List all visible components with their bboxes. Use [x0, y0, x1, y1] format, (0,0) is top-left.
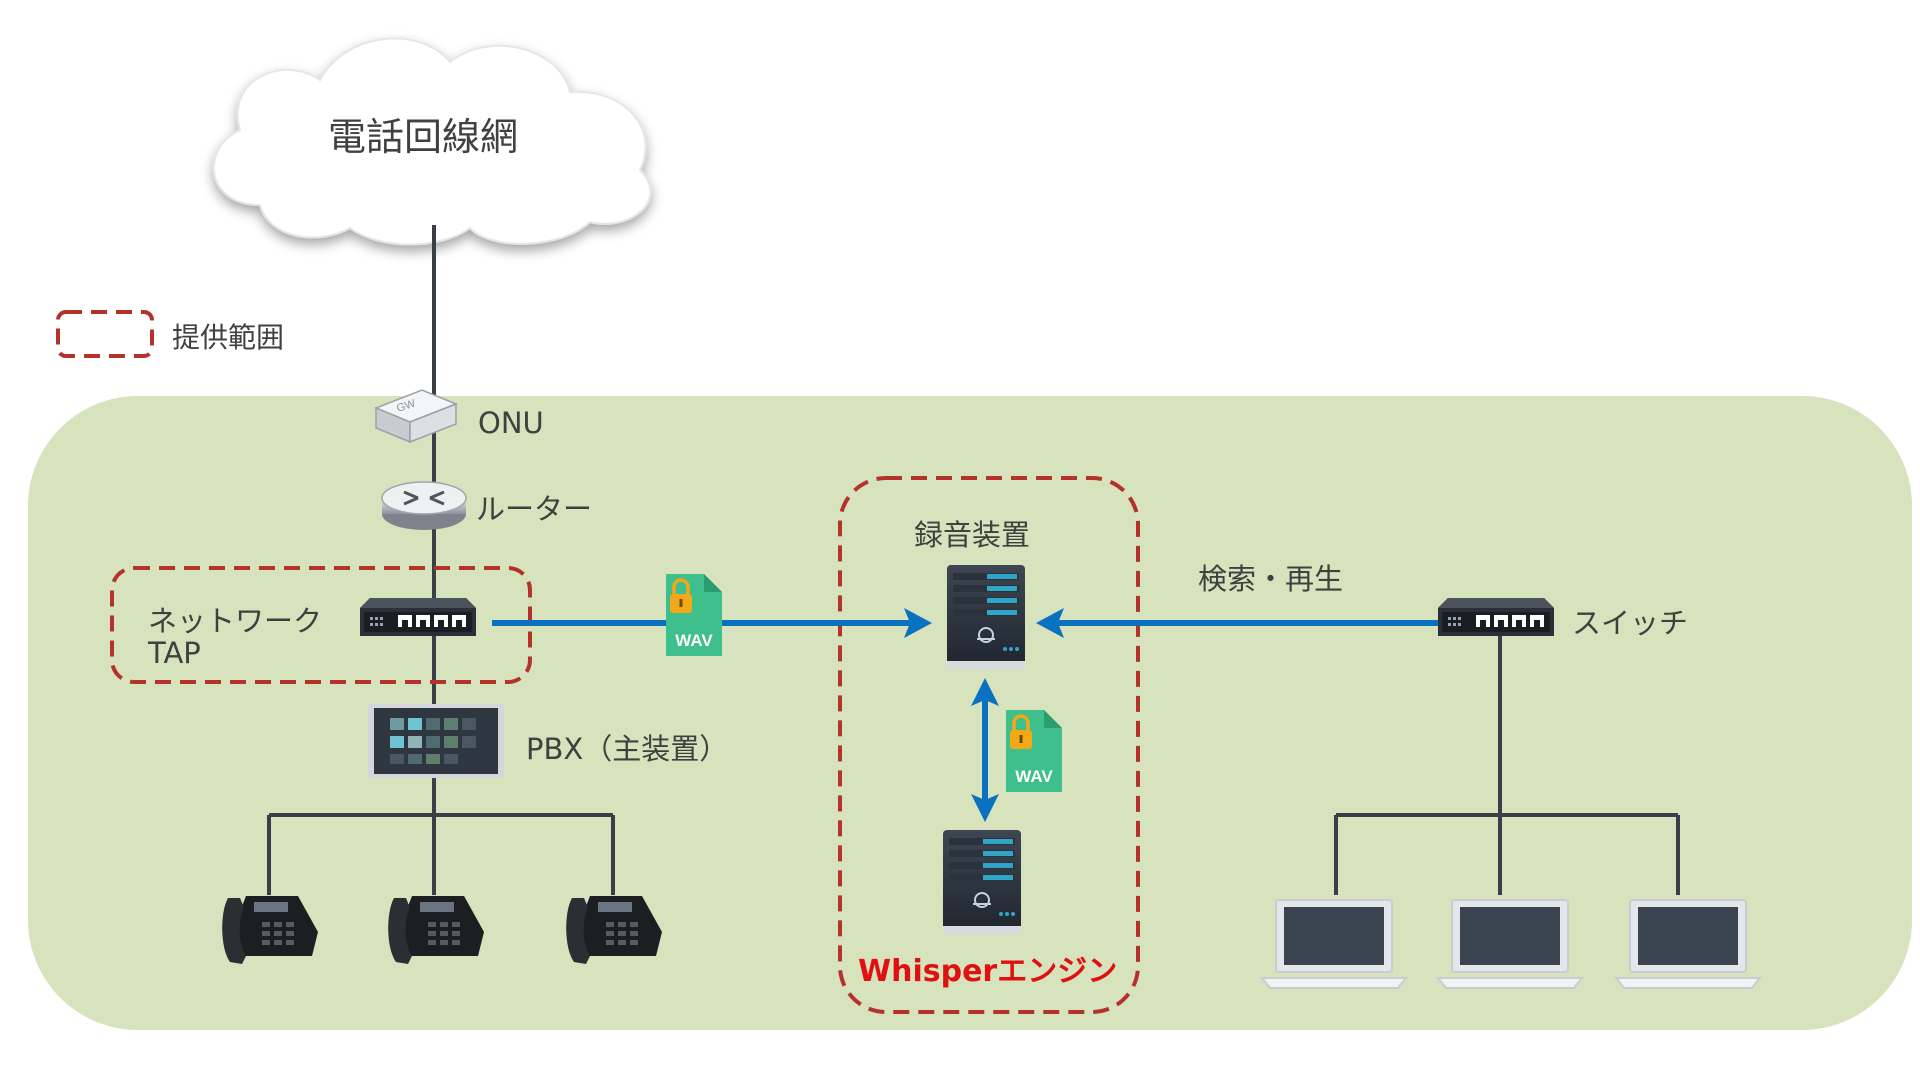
switch-label: スイッチ	[1572, 606, 1689, 640]
onu-icon: GW	[373, 389, 459, 444]
desk-phone-1-icon	[222, 896, 318, 964]
cloud-label: 電話回線網	[328, 115, 519, 159]
switch-to-recorder-arrow	[1036, 608, 1438, 638]
switch-icon	[1438, 598, 1554, 636]
tap-dashed-box	[110, 566, 532, 684]
onu-label: ONU	[478, 406, 544, 440]
legend-label: 提供範囲	[172, 321, 285, 354]
desk-phone-2-icon	[388, 896, 484, 964]
office-zone	[28, 396, 1912, 1030]
engine-dashed-box	[838, 476, 1140, 1014]
router-icon	[381, 481, 467, 530]
recorder-label: 録音装置	[914, 518, 1031, 552]
switch-bus-lines	[1334, 630, 1680, 895]
whisper-engine-label: Whisperエンジン	[858, 954, 1118, 989]
network-tap-icon	[360, 598, 476, 636]
svg-text:WAV: WAV	[675, 631, 713, 650]
wav-file-icon-1: WAV	[664, 572, 724, 658]
tap-label-line1: ネットワーク	[148, 604, 323, 638]
svg-text:GW: GW	[395, 397, 417, 414]
recorder-engine-bidirectional-arrow	[971, 678, 999, 822]
pbx-label: PBX（主装置）	[526, 732, 729, 766]
legend-dashed-box	[56, 310, 154, 358]
desk-phone-3-icon	[566, 896, 662, 964]
svg-text:WAV: WAV	[1015, 767, 1053, 786]
whisper-server-icon	[942, 829, 1022, 935]
recorder-server-icon	[946, 564, 1026, 670]
router-label: ルーター	[476, 492, 593, 526]
pbx-icon	[368, 704, 504, 778]
phone-bus-lines	[267, 813, 615, 895]
tap-label-line2: TAP	[148, 636, 201, 670]
cloud-icon	[212, 37, 652, 246]
search-playback-label: 検索・再生	[1198, 562, 1344, 596]
wav-file-icon-2: WAV	[1004, 708, 1064, 794]
